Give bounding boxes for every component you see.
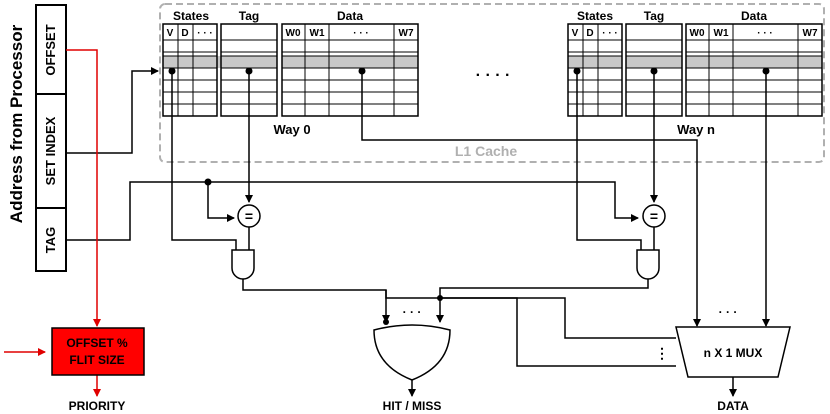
address-register: OFFSET SET INDEX TAG <box>35 4 67 272</box>
l1-cache-boundary <box>159 3 825 163</box>
comparator-wayn: = <box>642 204 666 228</box>
wayn-state-dots: · · · <box>602 28 618 39</box>
offset-box-line2: FLIT SIZE <box>69 353 124 367</box>
hit-miss-output: HIT / MISS <box>383 399 442 413</box>
and-gate-way0 <box>231 249 255 280</box>
wayn-label: Way n <box>677 122 715 137</box>
or-gate <box>373 324 451 381</box>
wayn-data-header: Data <box>741 9 767 23</box>
way0-state-d: D <box>181 28 188 39</box>
tag-field: TAG <box>43 227 58 253</box>
data-output: DATA <box>717 399 749 413</box>
mux <box>675 326 791 378</box>
wayn-states-header: States <box>577 9 613 23</box>
offset-box-line1: OFFSET % <box>66 336 128 350</box>
wayn-word-w7: W7 <box>803 28 818 39</box>
l1-cache-label: L1 Cache <box>455 143 517 159</box>
and-gate-wayn <box>636 249 660 280</box>
way0-state-dots: · · · <box>197 28 213 39</box>
way0-states-header: States <box>173 9 209 23</box>
way0-word-w7: W7 <box>399 28 414 39</box>
between-ways-dots: · · · · <box>476 67 511 84</box>
wayn-word-w0: W0 <box>690 28 705 39</box>
wayn-state-v: V <box>572 28 579 39</box>
way0-word-dots: · · · <box>353 28 369 39</box>
way-n: States Tag Data V D · · · W0 W1 · · · W7… <box>567 9 823 137</box>
way0-state-v: V <box>167 28 174 39</box>
or-inputs-dots: · · · <box>403 305 422 319</box>
offset-flit-size-box: OFFSET % FLIT SIZE <box>51 327 145 376</box>
address-title: Address from Processor <box>7 24 26 223</box>
set-index-field: SET INDEX <box>43 116 58 185</box>
wayn-word-w1: W1 <box>714 28 729 39</box>
way0-label: Way 0 <box>273 122 310 137</box>
mux-inputs-dots: · · · <box>719 305 738 319</box>
priority-output: PRIORITY <box>69 399 126 413</box>
mux-label: n X 1 MUX <box>704 346 763 360</box>
tag-wires <box>66 181 639 241</box>
way-0: States Tag Data V D · · · W0 W1 · · · W7… <box>162 9 419 137</box>
wayn-state-d: D <box>586 28 593 39</box>
way0-word-w1: W1 <box>310 28 325 39</box>
way0-tag-header: Tag <box>239 9 259 23</box>
set-index-wire <box>66 67 159 154</box>
way0-word-w0: W0 <box>286 28 301 39</box>
way0-data-header: Data <box>337 9 363 23</box>
comparator-way0: = <box>237 204 261 228</box>
mux-vertical-dots: ⋮ <box>655 345 669 361</box>
svg-text:=: = <box>245 208 253 224</box>
svg-text:=: = <box>650 208 658 224</box>
wayn-tag-header: Tag <box>644 9 664 23</box>
wayn-word-dots: · · · <box>757 28 773 39</box>
offset-field: OFFSET <box>43 24 58 75</box>
